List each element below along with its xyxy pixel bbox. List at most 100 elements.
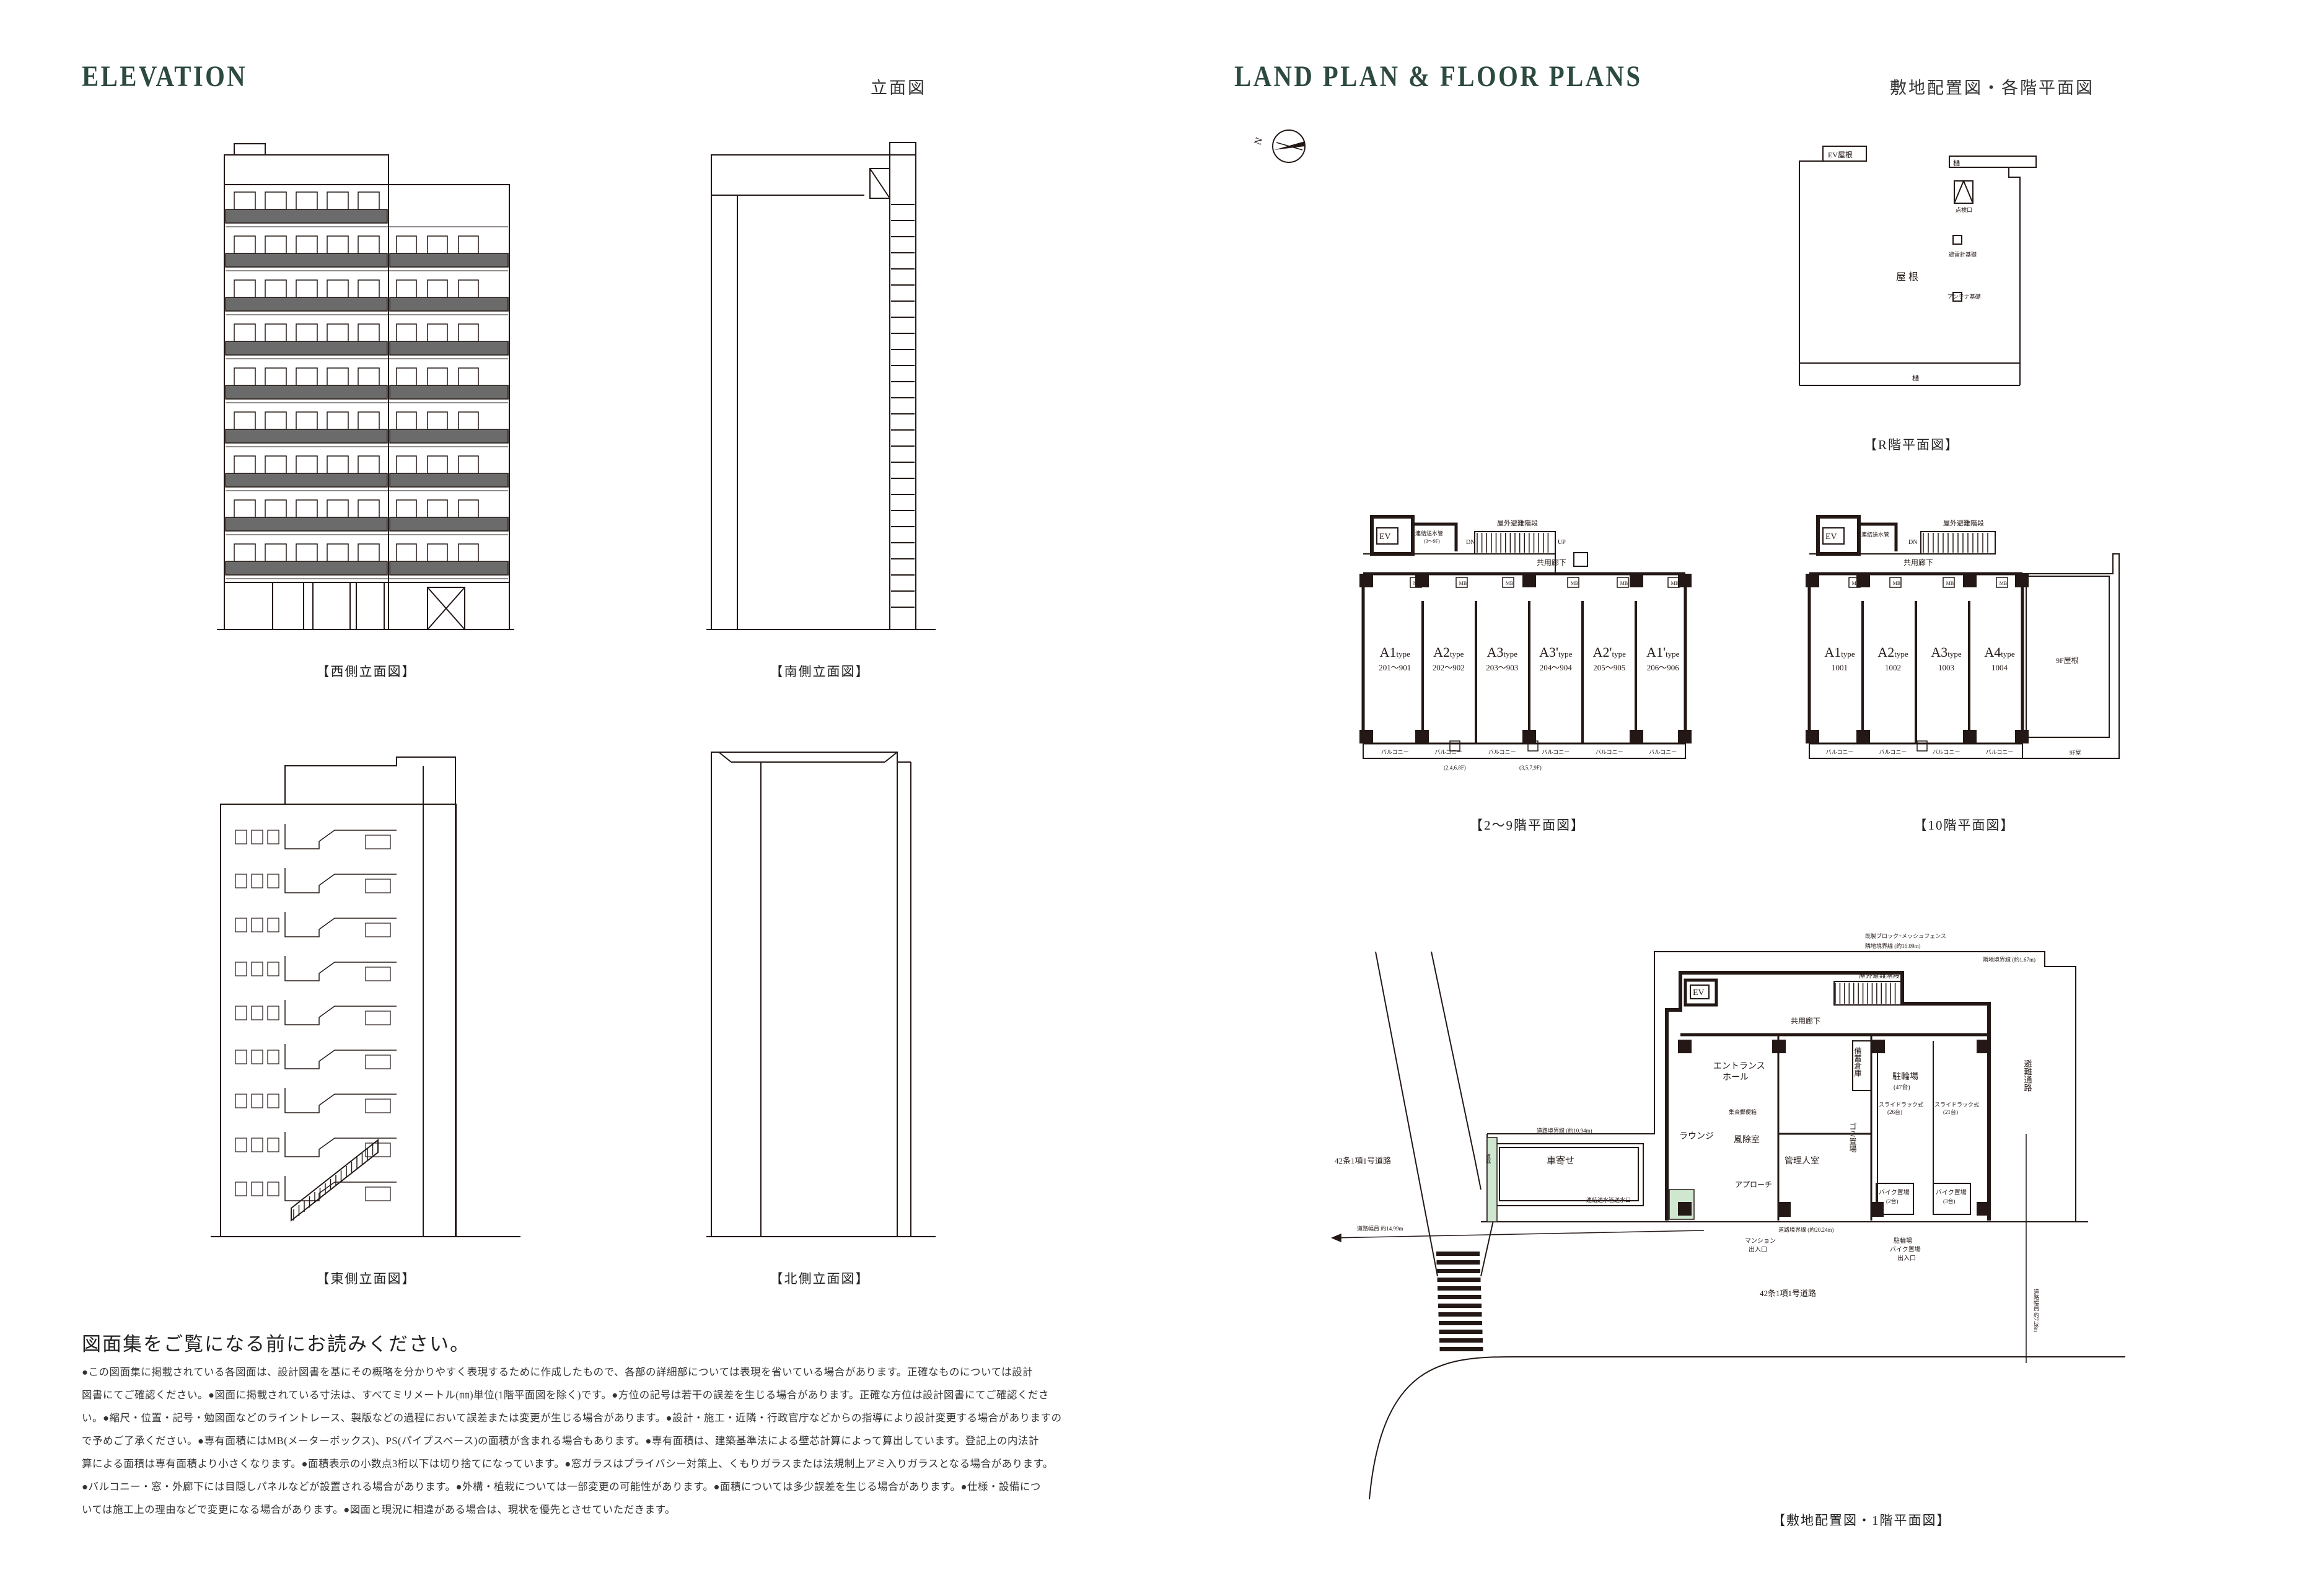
site-bicycle-count: (47台) — [1894, 1083, 1910, 1091]
window — [365, 1011, 391, 1025]
window — [427, 411, 448, 430]
balcony-label: バルコニー — [1434, 749, 1462, 755]
corridor-railing — [284, 1176, 397, 1201]
pipe-label-10: 連結送水管 — [1861, 531, 1889, 538]
crosswalk-stripe — [1437, 1269, 1480, 1273]
window — [358, 191, 380, 210]
unit-rooms-label: 1002 — [1885, 663, 1901, 672]
unit-type-label: A3type — [1487, 644, 1518, 660]
window — [234, 191, 256, 210]
balcony — [389, 297, 509, 312]
floor-10-plan-drawing: EV 連結送水管 屋外避難階段 DN 共用廊下 9F屋根 9F屋 A1type1… — [1806, 515, 2120, 759]
site-approach-label: アプローチ — [1735, 1180, 1772, 1189]
site-boundary-road: 道路境界線 (約20.24m) — [1778, 1226, 1834, 1233]
window — [267, 1050, 279, 1064]
south-elevation-drawing — [706, 142, 936, 630]
window — [234, 367, 256, 386]
site-entrance-mansion-1: マンション — [1745, 1238, 1776, 1245]
dn-label-10: DN — [1908, 539, 1917, 546]
window — [358, 235, 380, 254]
unit-rooms-label: 1003 — [1938, 663, 1954, 672]
balcony — [225, 429, 388, 444]
site-lounge-label: ラウンジ — [1679, 1131, 1714, 1141]
site-entrance-bike-2: バイク置場 — [1890, 1245, 1921, 1253]
roof-hatch-label: 点検口 — [1956, 206, 1972, 213]
site-bike-2: バイク置場 — [1936, 1188, 1967, 1196]
window — [296, 543, 318, 562]
balcony-label: バルコニー — [1933, 749, 1960, 755]
window — [358, 323, 380, 342]
roof-trough-bottom: 樋 — [1912, 374, 1919, 382]
site-entrance-bike-1: 駐輪場 — [1894, 1237, 1912, 1245]
notice-line: いては施工上の理由などで変更になる場合があります。●図面と現況に相違がある場合は… — [82, 1504, 676, 1515]
balcony — [225, 341, 388, 356]
roof-9f-label: 9F屋根 — [2056, 656, 2079, 665]
window — [265, 191, 287, 210]
window — [365, 1054, 391, 1069]
window — [265, 499, 287, 518]
window — [365, 1186, 391, 1201]
window — [458, 279, 479, 298]
window — [365, 1098, 391, 1113]
roof-plan-caption: 【R階平面図】 — [1863, 437, 1959, 452]
mb-label: MB — [1620, 581, 1628, 586]
pipe-label: 連結送水管 — [1415, 530, 1443, 537]
window — [267, 1138, 279, 1152]
site-windbreak-label: 風除室 — [1734, 1134, 1760, 1145]
mb-label: MB — [1571, 581, 1578, 586]
corridor-railing — [284, 868, 397, 893]
site-road-width-w: 道路幅員 約14.99m — [1357, 1225, 1403, 1232]
window — [365, 923, 391, 937]
roof-tank-label: 避雷針基礎 — [1949, 251, 1977, 258]
unit-type-label: A1type — [1824, 644, 1855, 660]
balcony — [225, 473, 388, 488]
window — [358, 279, 380, 298]
crosswalk-stripe — [1436, 1260, 1480, 1265]
window — [296, 279, 318, 298]
mb-label: MB — [1671, 581, 1679, 586]
site-block-label: 既製ブロック+メッシュフェンス — [1865, 932, 1946, 939]
window — [458, 499, 479, 518]
notice-body: ●この図面集に掲載されている各図面は、設計図書を基にその概略を分かりやすく表現す… — [82, 1361, 1086, 1521]
window — [296, 499, 318, 518]
window — [327, 367, 349, 386]
unit-rooms-label: 206～906 — [1647, 663, 1680, 672]
window — [327, 279, 349, 298]
balcony — [225, 297, 388, 312]
window — [296, 411, 318, 430]
site-boundary-road-w: 道路境界線 (約10.94m) — [1537, 1127, 1592, 1134]
elevation-title-jp: 立面図 — [871, 79, 926, 97]
site-corridor-label: 共用廊下 — [1791, 1016, 1820, 1025]
balcony — [225, 385, 388, 400]
unit-type-label: A1'type — [1646, 644, 1679, 660]
window — [265, 543, 287, 562]
window — [251, 1182, 263, 1196]
window — [235, 1182, 247, 1196]
elevation-title: ELEVATION — [82, 60, 248, 93]
window — [267, 1182, 279, 1196]
unit-rooms-label: 203～903 — [1486, 663, 1518, 672]
notice-line: で予めご了承ください。●専有面積にはMB(メーターボックス)、PS(パイプスペー… — [82, 1435, 1039, 1447]
site-planting-label: 植栽 — [1486, 1153, 1491, 1164]
roof-trough-label: 樋 — [1953, 159, 1960, 167]
window — [396, 543, 417, 562]
balcony-label: バルコニー — [1986, 749, 2014, 755]
unit-type-label: A3'type — [1539, 644, 1572, 660]
window — [267, 962, 279, 976]
crosswalk-stripe — [1436, 1252, 1480, 1256]
west-elevation-drawing — [217, 143, 514, 630]
window — [458, 235, 479, 254]
window — [234, 323, 256, 342]
balcony-label: バルコニー — [1381, 749, 1409, 755]
site-plan-drawing: EV 屋外避難階段 共用廊下 エントランス ホール 集合郵便箱 ラウンジ 風除室… — [1331, 932, 2125, 1500]
plans-title: LAND PLAN & FLOOR PLANS — [1234, 60, 1643, 93]
window — [296, 323, 318, 342]
window — [396, 323, 417, 342]
balcony-label: バルコニー — [1542, 749, 1570, 755]
unit-type-label: A4type — [1984, 644, 2015, 660]
plans-title-jp: 敷地配置図・各階平面図 — [1890, 79, 2094, 97]
balcony-label: バルコニー — [1649, 749, 1677, 755]
east-elevation-caption: 【東側立面図】 — [316, 1271, 416, 1286]
window — [234, 455, 256, 474]
window — [251, 918, 263, 932]
